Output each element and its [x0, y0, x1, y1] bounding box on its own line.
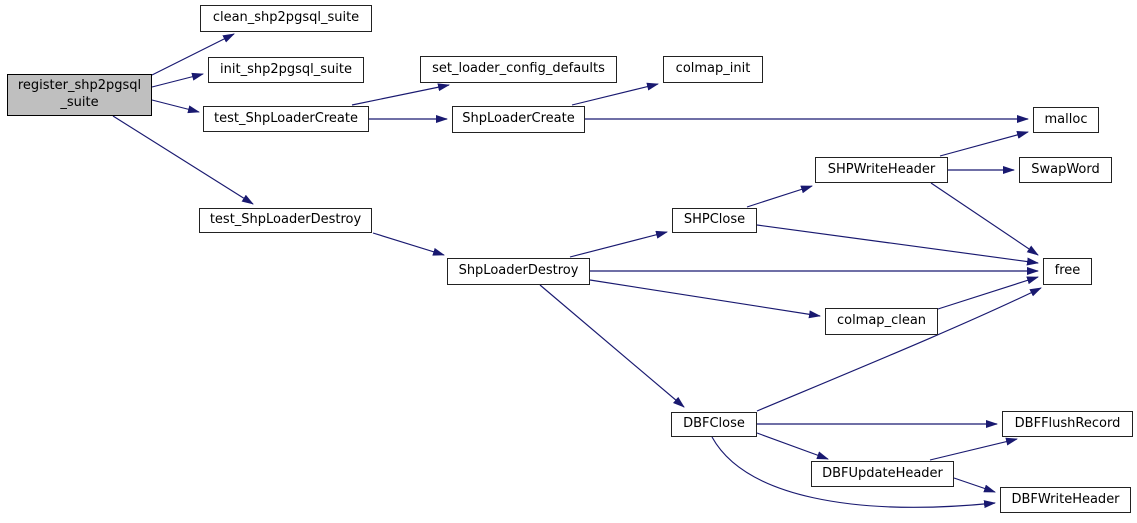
node-shpclose[interactable]: SHPClose: [672, 208, 757, 233]
edge-test-shploadercreate-to-set-loader-config-defaults: [351, 83, 450, 106]
node-label: DBFWriteHeader: [1011, 491, 1120, 507]
node-malloc[interactable]: malloc: [1033, 107, 1099, 133]
edge-register-shp2pgsql-suite-to-test-shploaderdestroy: [112, 115, 254, 205]
edge-shploaderdestroy-to-colmap-clean: [589, 279, 821, 319]
node-label: malloc: [1044, 111, 1088, 127]
node-label: clean_shp2pgsql_suite: [212, 10, 360, 26]
node-test-shploadercreate[interactable]: test_ShpLoaderCreate: [203, 106, 369, 132]
node-label: SHPClose: [683, 212, 746, 228]
edge-dbfclose-to-dbfwriteheader: [711, 436, 996, 509]
node-shploaderdestroy[interactable]: ShpLoaderDestroy: [447, 258, 590, 285]
edge-shpwriteheader-to-free: [930, 182, 1039, 256]
node-label: DBFFlushRecord: [1014, 415, 1121, 431]
node-dbfwriteheader[interactable]: DBFWriteHeader: [1000, 487, 1131, 513]
edge-shploadercreate-to-colmap-init: [571, 82, 659, 106]
node-label: colmap_clean: [836, 313, 927, 329]
node-test-shploaderdestroy[interactable]: test_ShpLoaderDestroy: [199, 208, 372, 233]
node-label: SHPWriteHeader: [827, 161, 936, 177]
node-label: DBFClose: [683, 416, 745, 432]
edge-shpwriteheader-to-malloc: [939, 131, 1029, 157]
edge-dbfupdateheader-to-dbfflushrecord: [929, 437, 1018, 461]
edge-dbfclose-to-free: [756, 287, 1042, 412]
edge-shploaderdestroy-to-dbfclose: [539, 284, 685, 408]
edge-colmap-clean-to-free: [937, 276, 1039, 310]
node-dbfflushrecord[interactable]: DBFFlushRecord: [1002, 411, 1133, 437]
edge-register-shp2pgsql-suite-to-init-shp2pgsql-suite: [151, 72, 204, 88]
node-init-shp2pgsql-suite[interactable]: init_shp2pgsql_suite: [208, 57, 364, 83]
node-label: ShpLoaderDestroy: [458, 263, 579, 279]
node-colmap-init[interactable]: colmap_init: [663, 56, 763, 83]
edge-shpclose-to-free: [756, 224, 1039, 266]
edge-shploaderdestroy-to-shpclose: [569, 230, 668, 258]
node-label: set_loader_config_defaults: [432, 61, 605, 77]
node-label: DBFUpdateHeader: [822, 465, 943, 481]
edge-shpclose-to-shpwriteheader: [746, 185, 813, 208]
node-free[interactable]: free: [1043, 258, 1092, 285]
node-register-shp2pgsql-suite: register_shp2pgsql_suite: [7, 74, 152, 116]
node-shploadercreate[interactable]: ShpLoaderCreate: [452, 106, 585, 133]
node-colmap-clean[interactable]: colmap_clean: [825, 308, 938, 335]
node-shpwriteheader[interactable]: SHPWriteHeader: [815, 157, 948, 183]
node-label: init_shp2pgsql_suite: [220, 61, 352, 77]
edge-register-shp2pgsql-suite-to-test-shploadercreate: [151, 99, 200, 114]
node-label: test_ShpLoaderDestroy: [209, 212, 362, 228]
node-label: free: [1054, 263, 1081, 279]
edge-register-shp2pgsql-suite-to-clean-shp2pgsql-suite: [151, 33, 235, 76]
node-dbfupdateheader[interactable]: DBFUpdateHeader: [811, 461, 954, 487]
node-label: colmap_init: [675, 61, 751, 77]
edge-dbfupdateheader-to-dbfwriteheader: [953, 477, 996, 493]
node-label: test_ShpLoaderCreate: [214, 110, 358, 126]
node-label: _suite: [60, 95, 99, 110]
node-label: ShpLoaderCreate: [462, 111, 575, 127]
node-dbfclose[interactable]: DBFClose: [671, 412, 757, 437]
node-clean-shp2pgsql-suite[interactable]: clean_shp2pgsql_suite: [200, 5, 372, 32]
edge-dbfclose-to-dbfupdateheader: [756, 432, 829, 460]
node-swapword[interactable]: SwapWord: [1019, 157, 1112, 183]
edge-test-shploaderdestroy-to-shploaderdestroy: [372, 232, 445, 256]
node-label: SwapWord: [1031, 161, 1100, 177]
node-label: register_shp2pgsql: [17, 78, 142, 94]
node-set-loader-config-defaults[interactable]: set_loader_config_defaults: [420, 56, 617, 83]
